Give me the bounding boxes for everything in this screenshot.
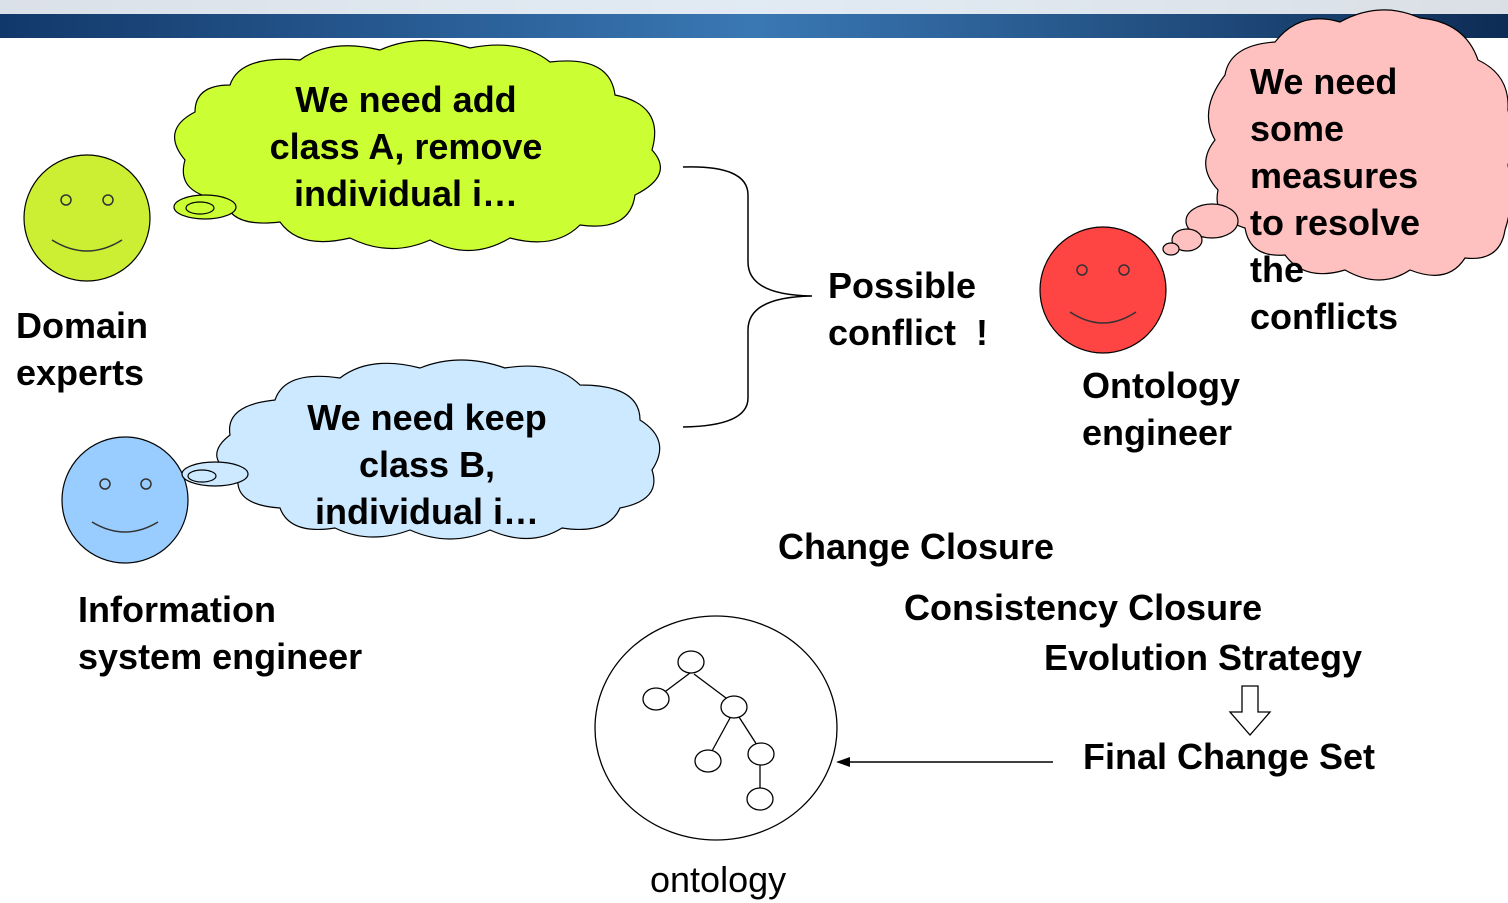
bubble-line: individual i… bbox=[293, 173, 518, 214]
domain-thought-cloud bbox=[173, 39, 661, 252]
bubble-line: We need keep bbox=[307, 397, 547, 438]
conflict-brace bbox=[682, 166, 813, 428]
bubble-line: We need bbox=[1250, 61, 1398, 102]
bubble-line: measures bbox=[1250, 155, 1419, 196]
domain-experts-label: Domain experts bbox=[16, 302, 148, 396]
ontology-engineer-label: Ontology engineer bbox=[1082, 362, 1240, 456]
down-arrow bbox=[1228, 685, 1272, 736]
ontology-circle bbox=[594, 615, 838, 841]
bubble-line: class B, bbox=[358, 444, 496, 485]
bubble-line: class A, remove bbox=[269, 126, 543, 167]
label-line: Domain bbox=[16, 305, 149, 346]
consistency-closure-label: Consistency Closure bbox=[904, 587, 1263, 628]
label-line: Ontology bbox=[1082, 365, 1240, 406]
label-line: conflict ! bbox=[828, 312, 988, 353]
possible-conflict-label: Possible conflict ! bbox=[828, 262, 988, 356]
label-line: Information bbox=[78, 589, 276, 630]
change-closure-label: Change Closure bbox=[778, 526, 1055, 567]
label-line: engineer bbox=[1082, 412, 1233, 453]
ontology-engineer-face bbox=[1039, 226, 1167, 354]
label-line: Possible bbox=[828, 265, 977, 306]
information-bubble-text: We need keep class B, individual i… bbox=[272, 394, 582, 535]
information-engineer-face bbox=[61, 436, 189, 564]
bubble-line: the bbox=[1250, 249, 1304, 290]
domain-experts-face bbox=[23, 154, 151, 282]
label-line: system engineer bbox=[78, 636, 363, 677]
header-band-top bbox=[0, 0, 1508, 14]
domain-bubble-text: We need add class A, remove individual i… bbox=[236, 76, 576, 217]
ontology-bubble-text: We need some measures to resolve the con… bbox=[1250, 58, 1420, 340]
bubble-line: to resolve bbox=[1250, 202, 1421, 243]
information-thought-cloud bbox=[181, 359, 661, 540]
information-engineer-label: Information system engineer bbox=[78, 586, 362, 680]
ontology-thought-cloud bbox=[1162, 9, 1508, 281]
bubble-line: We need add bbox=[295, 79, 517, 120]
evolution-strategy-label: Evolution Strategy bbox=[1044, 637, 1363, 678]
bubble-line: conflicts bbox=[1250, 296, 1399, 337]
label-line: experts bbox=[16, 352, 145, 393]
final-change-set-label: Final Change Set bbox=[1083, 736, 1376, 777]
bubble-line: individual i… bbox=[314, 491, 539, 532]
bubble-line: some bbox=[1250, 108, 1345, 149]
ontology-tree bbox=[594, 615, 838, 841]
ontology-caption: ontology bbox=[650, 859, 787, 900]
